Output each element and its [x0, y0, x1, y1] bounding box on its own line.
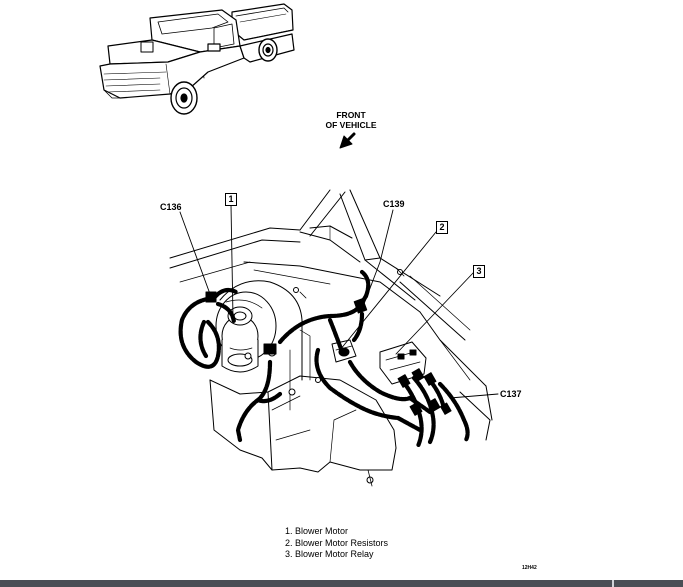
blower-assembly-illustration [169, 189, 493, 487]
legend-item-blower-motor-resistors: 2. Blower Motor Resistors [285, 537, 389, 548]
callout-leaders [179, 204, 499, 399]
front-label-line2: OF VEHICLE [325, 120, 377, 130]
legend-item-blower-motor: 1. Blower Motor [285, 526, 349, 536]
connector-bodies [205, 291, 452, 416]
pickup-truck-illustration [99, 3, 295, 115]
callout-box-2: 2 [436, 221, 448, 234]
front-label-line1: FRONT [336, 110, 366, 120]
bottom-toolbar-divider [612, 580, 614, 587]
connector-label-c137: C137 [500, 389, 522, 399]
connector-label-c136: C136 [160, 202, 182, 212]
front-direction-arrow [339, 132, 356, 149]
connector-label-c139: C139 [383, 199, 405, 209]
callout-box-1: 1 [225, 193, 237, 206]
front-of-vehicle-label: FRONT OF VEHICLE [316, 110, 386, 130]
component-legend: 1. Blower Motor 2. Blower Motor Resistor… [285, 526, 388, 561]
callout-box-3: 3 [473, 265, 485, 278]
figure-id: 12H42 [522, 565, 537, 571]
bottom-toolbar-strip [0, 580, 683, 587]
legend-item-blower-motor-relay: 3. Blower Motor Relay [285, 549, 374, 559]
